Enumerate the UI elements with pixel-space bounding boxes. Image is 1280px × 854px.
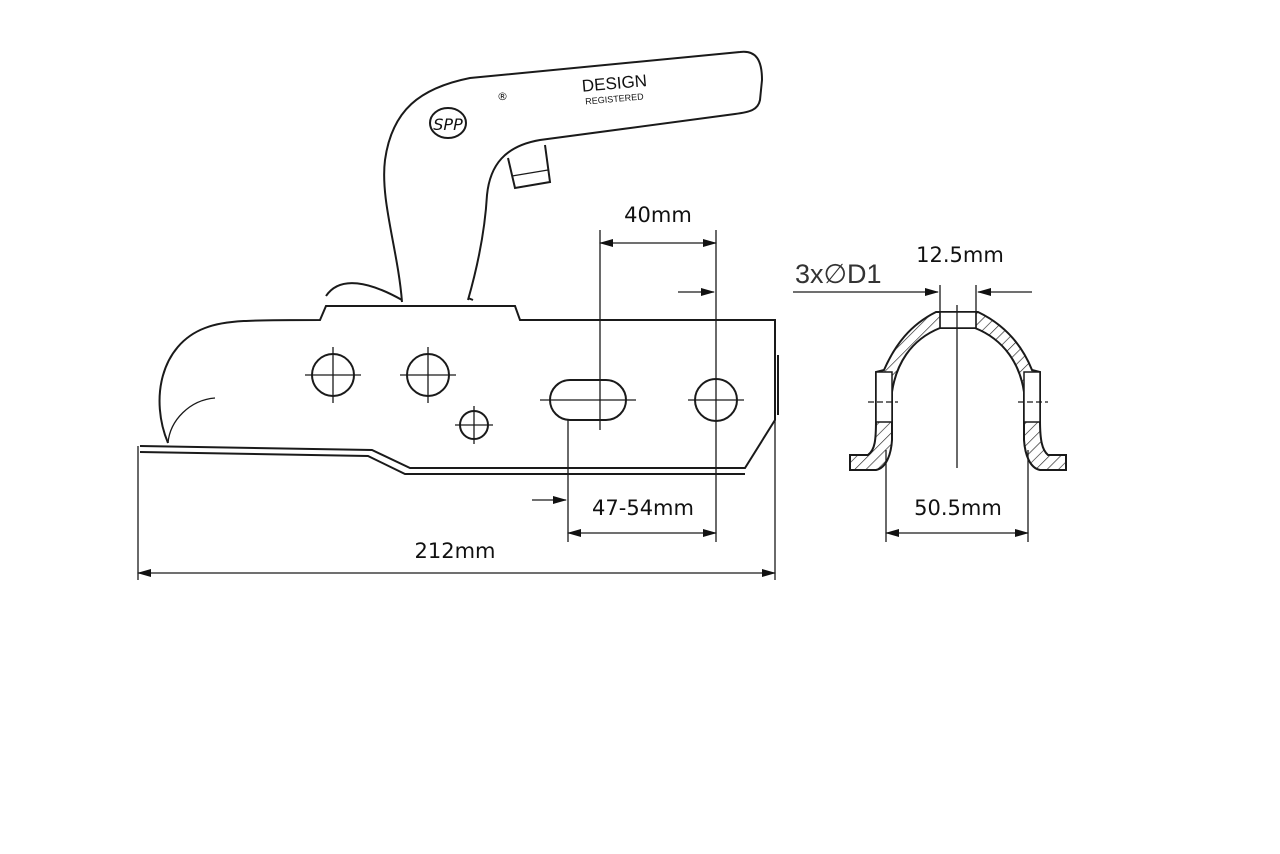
hole-diameter-label: 12.5mm xyxy=(916,243,1004,267)
handle: SPP ® DESIGN REGISTERED xyxy=(325,50,764,303)
cross-section xyxy=(793,285,1067,542)
dimension-lines xyxy=(137,230,776,580)
coupling-body xyxy=(139,305,779,475)
overall-length-label: 212mm xyxy=(415,539,496,563)
registered-mark: ® xyxy=(497,90,508,103)
logo-brand: SPP xyxy=(433,115,463,134)
mounting-holes xyxy=(305,347,744,444)
bolt-spacing-label: 40mm xyxy=(624,203,692,227)
spp-logo-icon xyxy=(429,107,467,139)
hole-callout-label: 3x∅D1 xyxy=(795,259,882,289)
channel-width-label: 50.5mm xyxy=(914,496,1002,520)
hole-spacing-label: 47-54mm xyxy=(592,496,694,520)
